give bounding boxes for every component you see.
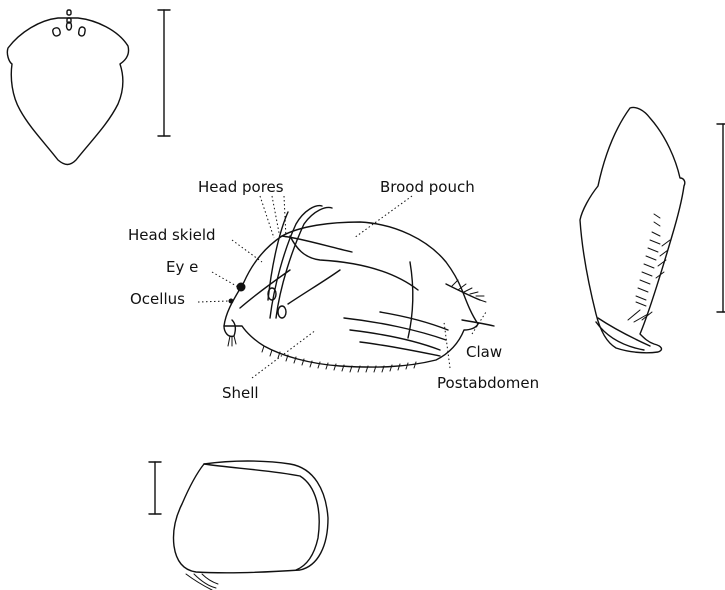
scale-bar-shell-valve <box>149 462 161 514</box>
label-head-skield: Head skield <box>128 226 216 244</box>
label-ocellus: Ocellus <box>130 290 185 308</box>
label-claw: Claw <box>466 343 502 361</box>
head-shield-outline <box>7 10 128 165</box>
label-brood-pouch: Brood pouch <box>380 178 475 196</box>
label-head-pores: Head pores <box>198 178 284 196</box>
label-shell: Shell <box>222 384 259 402</box>
label-postabdomen: Postabdomen <box>437 374 539 392</box>
postabdomen-detail <box>580 107 685 352</box>
scale-bar-postabdomen <box>717 124 725 312</box>
animal-lateral-view <box>224 206 494 372</box>
scale-bar-head-shield <box>158 10 170 136</box>
shell-valve-outline <box>173 461 328 590</box>
label-eye: Ey e <box>166 258 198 276</box>
